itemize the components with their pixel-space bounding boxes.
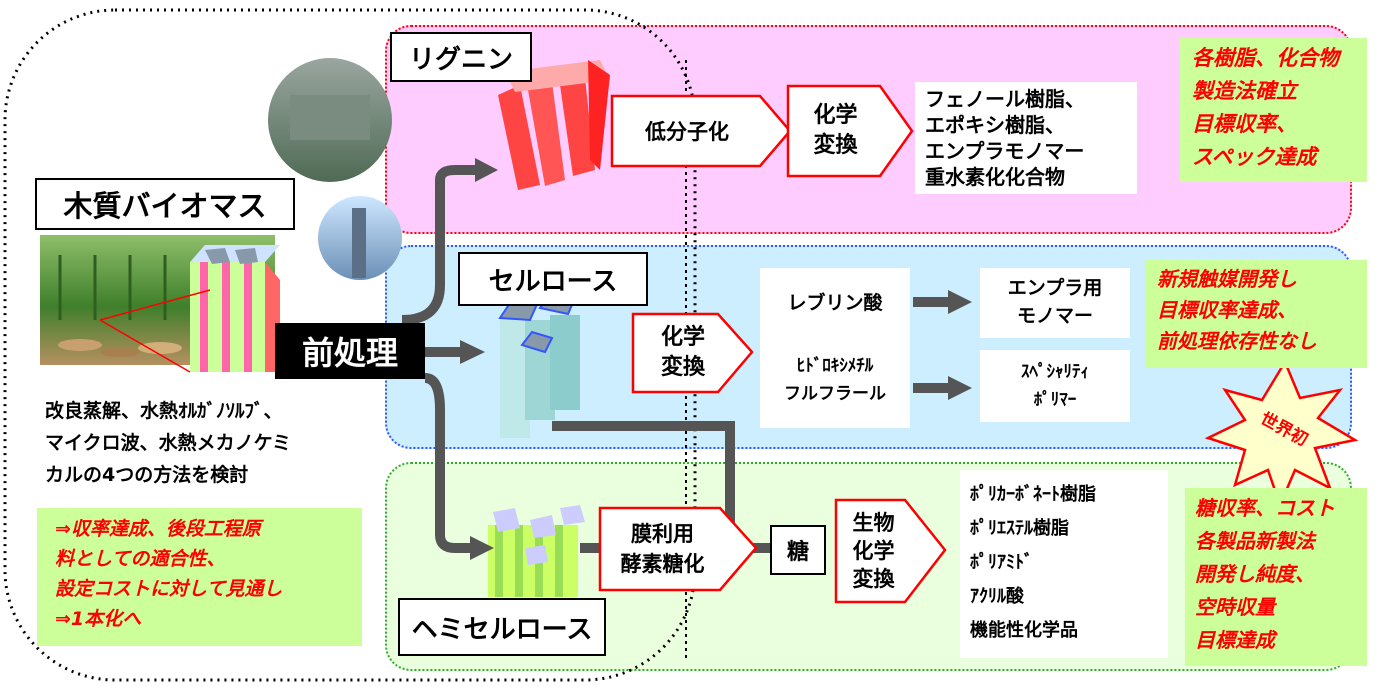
cellulose-result-text: 新規触媒開発し 目標収率達成、 前処理依存性なし (1157, 267, 1317, 353)
hemi-result-box: 糖収率、コスト 各製品新製法 開発し純度、 空時収量 目標達成 (1185, 488, 1367, 666)
lignin-products-text: フェノール樹脂、 エポキシ樹脂、 エンプラモノマー 重水素化化合物 (925, 87, 1085, 189)
cellulose-product2: ｽﾍﾟｼｬﾘﾃｨ ﾎﾟﾘﾏｰ (980, 350, 1130, 422)
cellulose-step1: 化学 変換 (633, 314, 733, 392)
lignin-result-box: 各樹脂、化合物 製造法確立 目標収率、 スペック達成 (1180, 38, 1367, 182)
hemi-step2: 生物 化学 変換 (836, 500, 911, 602)
lignin-shape (498, 60, 610, 190)
wood-chips-decoration (58, 339, 182, 357)
pretreatment-box: 前処理 (275, 323, 425, 379)
left-result-box: ⇒収率達成、後段工程原 料としての適合性、 設定コストに対して見通し ⇒1本化へ (37, 508, 362, 646)
hemi-step1-label: 膜利用 酵素糖化 (620, 522, 705, 576)
lignin-step1-shape (610, 94, 792, 168)
cellulose-product1: エンプラ用 モノマー (980, 268, 1130, 338)
cellulose-intermediates (760, 268, 910, 428)
wood-fiber-block (99, 245, 280, 373)
lignin-result-text: 各樹脂、化合物 製造法確立 目標収率、 スペック達成 (1192, 46, 1339, 169)
hemi-step1: 膜利用 酵素糖化 (600, 508, 725, 590)
hemicellulose-shape (488, 505, 585, 597)
method-description: 改良蒸解、水熱ｵﾙｶﾞﾉｿﾙﾌﾞ、 マイクロ波、水熱メカノケミ カルの4つの方法… (45, 400, 292, 486)
cellulose-label: セルロース (458, 252, 648, 306)
lignin-label: リグニン (390, 32, 532, 82)
hemi-products-box: ﾎﾟﾘｶｰﾎﾞﾈｰﾄ樹脂 ﾎﾟﾘｴｽﾃﾙ樹脂 ﾎﾟﾘｱﾐﾄﾞ ｱｸﾘﾙ酸 機能性… (960, 470, 1168, 658)
lignin-step1-label: 低分子化 (645, 120, 729, 144)
cellulose-inter1: レブリン酸 (787, 292, 883, 314)
hemi-step2-label: 生物 化学 変換 (852, 511, 895, 591)
sugar-box: 糖 (770, 525, 826, 575)
lignin-step2: 化学 変換 (788, 86, 883, 176)
hemicellulose-label: ヘミセルロース (398, 598, 606, 656)
hemi-products-text: ﾎﾟﾘｶｰﾎﾞﾈｰﾄ樹脂 ﾎﾟﾘｴｽﾃﾙ樹脂 ﾎﾟﾘｱﾐﾄﾞ ｱｸﾘﾙ酸 機能性… (970, 484, 1096, 641)
hemi-step2-shape (834, 498, 947, 604)
flow-arrows (401, 158, 972, 560)
cellulose-shape (498, 290, 580, 438)
cellulose-inter2: ﾋﾄﾞﾛｷｼﾒﾁﾙ フルフラール (784, 356, 886, 404)
cellulose-result-box: 新規触媒開発し 目標収率達成、 前処理依存性なし (1145, 260, 1367, 368)
left-result-text: ⇒収率達成、後段工程原 料としての適合性、 設定コストに対して見通し ⇒1本化へ (55, 518, 283, 630)
lignin-step2-label: 化学 変換 (813, 103, 858, 158)
lignin-step2-shape (786, 84, 914, 178)
cellulose-step1-label: 化学 変換 (660, 325, 705, 380)
cellulose-step1-shape (631, 312, 754, 394)
hemi-step1-shape (598, 506, 758, 592)
lignin-products-box: フェノール樹脂、 エポキシ樹脂、 エンプラモノマー 重水素化化合物 (915, 82, 1137, 194)
hemi-result-text: 糖収率、コスト 各製品新製法 開発し純度、 空時収量 目標達成 (1195, 496, 1335, 652)
lignin-step1: 低分子化 (612, 96, 762, 166)
biomass-title: 木質バイオマス (35, 178, 295, 230)
